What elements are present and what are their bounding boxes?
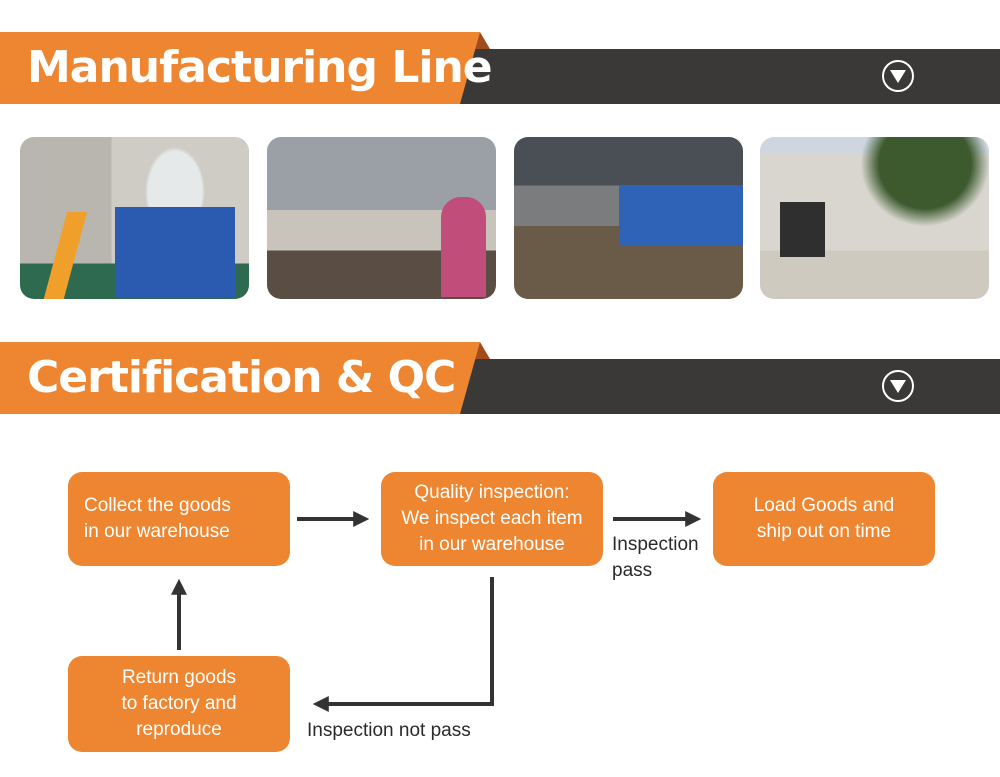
flow-step-ship: Load Goods and ship out on time [713, 472, 935, 566]
photo-assembly-line [514, 137, 743, 299]
chevron-down-circle-icon[interactable] [882, 60, 914, 92]
manufacturing-photo-gallery [20, 137, 990, 299]
flow-step-collect: Collect the goods in our warehouse [68, 472, 290, 566]
section-title: Certification & QC [27, 352, 456, 403]
section-title: Manufacturing Line [27, 42, 493, 93]
label-inspection-not-pass: Inspection not pass [307, 720, 471, 741]
photo-factory-exterior [760, 137, 989, 299]
header-orange-banner [0, 342, 480, 414]
header-orange-banner [0, 32, 480, 104]
label-inspection-pass: Inspection pass [612, 534, 699, 581]
chevron-down-circle-icon[interactable] [882, 370, 914, 402]
arrow-inspect-to-return [312, 577, 494, 712]
section-header-manufacturing: Manufacturing Line [0, 32, 1000, 104]
flow-step-inspection: Quality inspection: We inspect each item… [381, 472, 603, 566]
photo-injection-machine [20, 137, 249, 299]
photo-sewing-workshop [267, 137, 496, 299]
flow-step-return: Return goods to factory and reproduce [68, 656, 290, 752]
section-header-certification: Certification & QC [0, 342, 1000, 414]
